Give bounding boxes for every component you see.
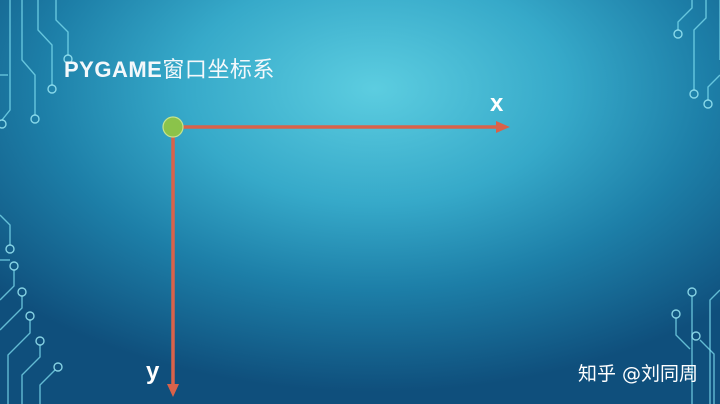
- circuit-line: [1, 0, 11, 121]
- circuit-node: [703, 99, 713, 109]
- circuit-line: [55, 0, 69, 55]
- circuit-node: [53, 362, 63, 372]
- circuit-line: [37, 0, 53, 85]
- circuit-node: [673, 29, 683, 39]
- circuit-line: [699, 339, 715, 404]
- circuit-line: [709, 289, 720, 404]
- circuit-node: [687, 287, 697, 297]
- circuit-node: [47, 84, 57, 94]
- circuit-line: [39, 369, 56, 404]
- watermark: 知乎 @刘同周: [577, 363, 698, 385]
- circuit-line: [21, 345, 41, 404]
- circuit-line: [677, 0, 693, 30]
- circuit-node: [17, 287, 27, 297]
- circuit-line: [7, 320, 31, 404]
- circuit-node: [0, 119, 7, 129]
- circuit-node: [35, 336, 45, 346]
- circuit-node: [671, 309, 681, 319]
- circuit-node: [30, 114, 40, 124]
- circuit-node: [691, 331, 701, 341]
- slide-title-cjk: 窗口坐标系: [162, 58, 275, 83]
- slide-title-latin: PYGAME: [64, 57, 163, 82]
- circuit-node: [9, 261, 19, 271]
- circuit-node: [689, 89, 699, 99]
- origin-point: [162, 116, 184, 138]
- circuit-line: [693, 0, 707, 90]
- x-axis-label: x: [490, 90, 504, 117]
- circuit-line: [21, 0, 36, 115]
- y-axis-arrowhead: [167, 384, 179, 397]
- circuit-line: [0, 270, 15, 301]
- circuit-line: [0, 214, 11, 245]
- circuit-line: [675, 318, 691, 350]
- circuit-line: [707, 74, 720, 100]
- circuit-node: [63, 54, 73, 64]
- circuit-node: [5, 244, 15, 254]
- x-axis-arrowhead: [496, 121, 510, 133]
- y-axis-label: y: [146, 358, 160, 385]
- circuit-line: [0, 296, 23, 331]
- circuit-node: [25, 311, 35, 321]
- slide-title: PYGAME窗口坐标系: [64, 52, 275, 84]
